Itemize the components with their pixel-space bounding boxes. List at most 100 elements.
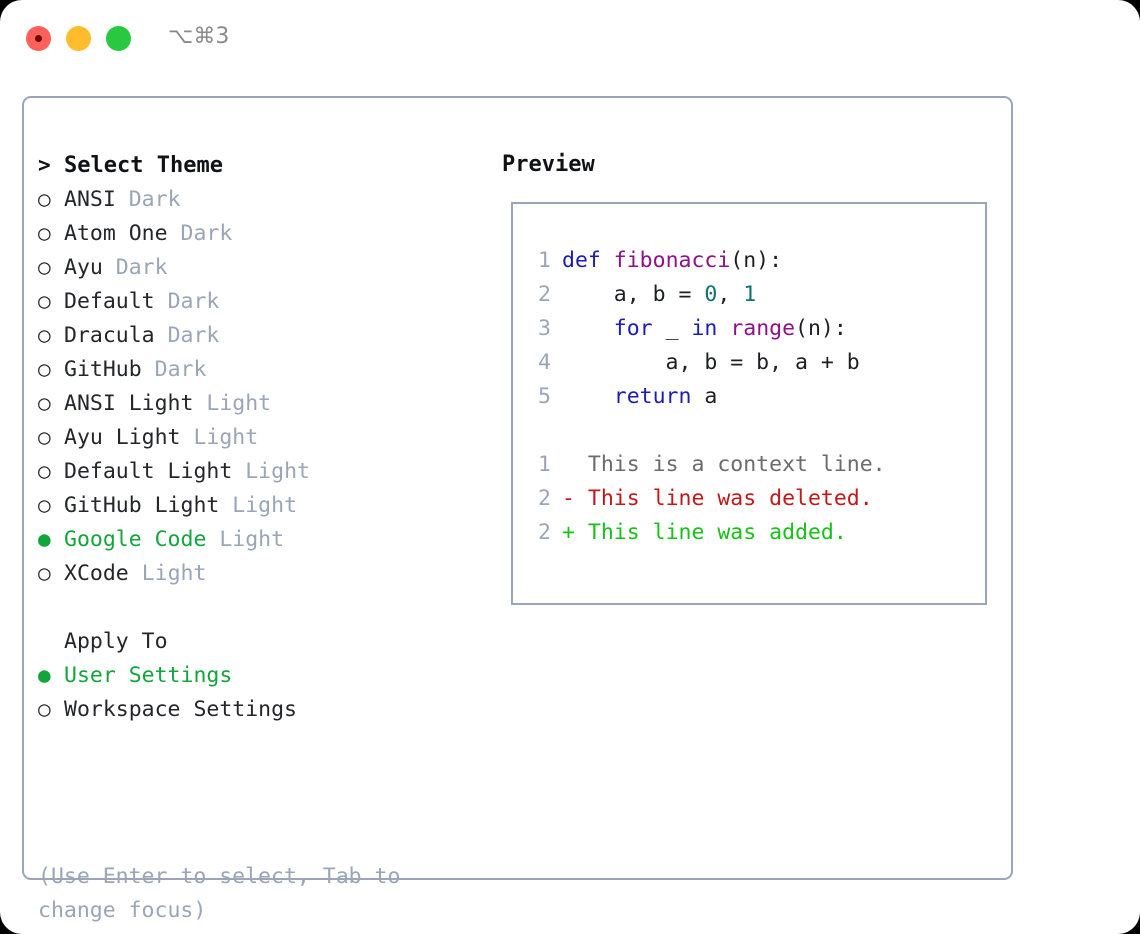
code-token: return	[613, 384, 692, 409]
code-token: range	[730, 316, 796, 341]
diff-sign: +	[562, 520, 575, 545]
radio-unselected-icon: ○	[38, 187, 51, 211]
theme-list-item[interactable]: ○ ANSI Light Light	[38, 386, 488, 420]
code-line-number: 3	[538, 316, 551, 341]
theme-list-item[interactable]: ○ Ayu Dark	[38, 250, 488, 284]
keyboard-shortcut-label: ⌥⌘3	[168, 24, 230, 49]
theme-variant-badge: Light	[232, 493, 298, 518]
code-token: 0	[704, 282, 718, 307]
radio-unselected-icon: ○	[38, 425, 51, 449]
diff-sign-gap	[575, 520, 588, 545]
radio-unselected-icon: ○	[38, 391, 51, 415]
radio-unselected-icon: ○	[38, 221, 51, 245]
theme-variant-badge: Dark	[115, 255, 168, 280]
diff-line-number: 2	[538, 486, 551, 511]
radio-unselected-icon: ○	[38, 357, 51, 381]
theme-variant-badge: Dark	[167, 323, 220, 348]
theme-list-item[interactable]: ○Default Dark	[38, 284, 488, 318]
apply-to-option[interactable]: ○Workspace Settings	[38, 692, 488, 726]
theme-variant-badge: Light	[141, 561, 207, 586]
code-token: (n):	[795, 316, 847, 341]
radio-unselected-icon: ○	[38, 255, 51, 279]
code-token: for	[613, 316, 653, 341]
theme-picker-panel: >Select Theme ○ANSI Dark○Atom One Dark○A…	[38, 148, 488, 726]
code-token: _	[652, 316, 692, 341]
diff-line: 2- This line was deleted.	[527, 482, 886, 516]
radio-unselected-icon: ○	[38, 289, 51, 313]
theme-name: Atom One	[64, 221, 168, 246]
selection-caret-icon: >	[38, 153, 51, 177]
theme-name: XCode	[64, 561, 129, 586]
theme-name: ANSI	[64, 187, 116, 212]
theme-variant-badge: Dark	[180, 221, 233, 246]
theme-list-item[interactable]: ●Google Code Light	[38, 522, 488, 556]
theme-list-item[interactable]: ○ Atom One Dark	[38, 216, 488, 250]
theme-picker-heading-label: Select Theme	[64, 153, 223, 178]
theme-variant-badge: Dark	[154, 357, 207, 382]
theme-variant-badge: Light	[206, 391, 272, 416]
code-line-number: 2	[538, 282, 551, 307]
code-token	[562, 316, 614, 341]
theme-list-item[interactable]: ○ Dracula Dark	[38, 318, 488, 352]
theme-list-item[interactable]: ○ Ayu Light Light	[38, 420, 488, 454]
code-token: def	[562, 248, 601, 273]
theme-variant-badge: Dark	[167, 289, 220, 314]
radio-unselected-icon: ○	[38, 459, 51, 483]
diff-line: 2+ This line was added.	[527, 516, 886, 550]
minimize-window-button[interactable]	[66, 26, 91, 51]
theme-list-item[interactable]: ○ Default Light Light	[38, 454, 488, 488]
theme-name: ANSI Light	[64, 391, 194, 416]
apply-to-option-label: User Settings	[64, 663, 233, 688]
theme-name: Google Code	[64, 527, 207, 552]
code-line: 1 def fibonacci(n):	[527, 244, 886, 278]
code-token: fibonacci	[613, 248, 731, 273]
code-token: in	[691, 316, 718, 341]
diff-sign	[562, 452, 575, 477]
apply-to-heading-label: Apply To	[64, 629, 168, 654]
diff-sign-gap	[575, 452, 588, 477]
code-line-number: 1	[538, 248, 551, 273]
code-line-number: 4	[538, 350, 551, 375]
diff-line: 1 This is a context line.	[527, 448, 886, 482]
radio-selected-icon: ●	[38, 663, 51, 687]
apply-to-heading-marker-icon: ○	[38, 624, 64, 658]
theme-list-item[interactable]: ○GitHub Dark	[38, 352, 488, 386]
code-line-number: 5	[538, 384, 551, 409]
theme-name: GitHub Light	[64, 493, 220, 518]
theme-name: Ayu Light	[64, 425, 181, 450]
preview-title: Preview	[502, 152, 595, 177]
theme-list-item[interactable]: ○ANSI Dark	[38, 182, 488, 216]
theme-name: Default Light	[64, 459, 233, 484]
diff-line-text: This is a context line.	[587, 452, 886, 477]
apply-to-list: ● User Settings ○Workspace Settings	[38, 658, 488, 726]
radio-selected-icon: ●	[38, 527, 51, 551]
code-line: 5 return a	[527, 380, 886, 414]
radio-unselected-icon: ○	[38, 323, 51, 347]
title-bar: ⌥⌘3	[0, 0, 1140, 78]
keyboard-hint-text: (Use Enter to select, Tab to change focu…	[38, 864, 401, 923]
maximize-window-button[interactable]	[106, 26, 131, 51]
theme-variant-badge: Light	[193, 425, 259, 450]
theme-name: Dracula	[64, 323, 155, 348]
code-token	[601, 248, 614, 273]
radio-unselected-icon: ○	[38, 697, 51, 721]
code-line: 3 for _ in range(n):	[527, 312, 886, 346]
diff-line-text: This line was deleted.	[587, 486, 873, 511]
recording-indicator-icon	[35, 35, 42, 42]
apply-to-option[interactable]: ● User Settings	[38, 658, 488, 692]
diff-sign-gap	[575, 486, 588, 511]
diff-sign: -	[562, 486, 575, 511]
diff-line-number: 1	[538, 452, 551, 477]
theme-list-item[interactable]: ○GitHub Light Light	[38, 488, 488, 522]
radio-unselected-icon: ○	[38, 561, 51, 585]
theme-variant-badge: Light	[245, 459, 310, 484]
code-token: a, b =	[562, 282, 705, 307]
theme-list-item[interactable]: ○ XCode Light	[38, 556, 488, 590]
theme-name: Ayu	[64, 255, 103, 280]
code-token: (n):	[730, 248, 783, 273]
theme-settings-dialog: >Select Theme ○ANSI Dark○Atom One Dark○A…	[22, 96, 1013, 923]
